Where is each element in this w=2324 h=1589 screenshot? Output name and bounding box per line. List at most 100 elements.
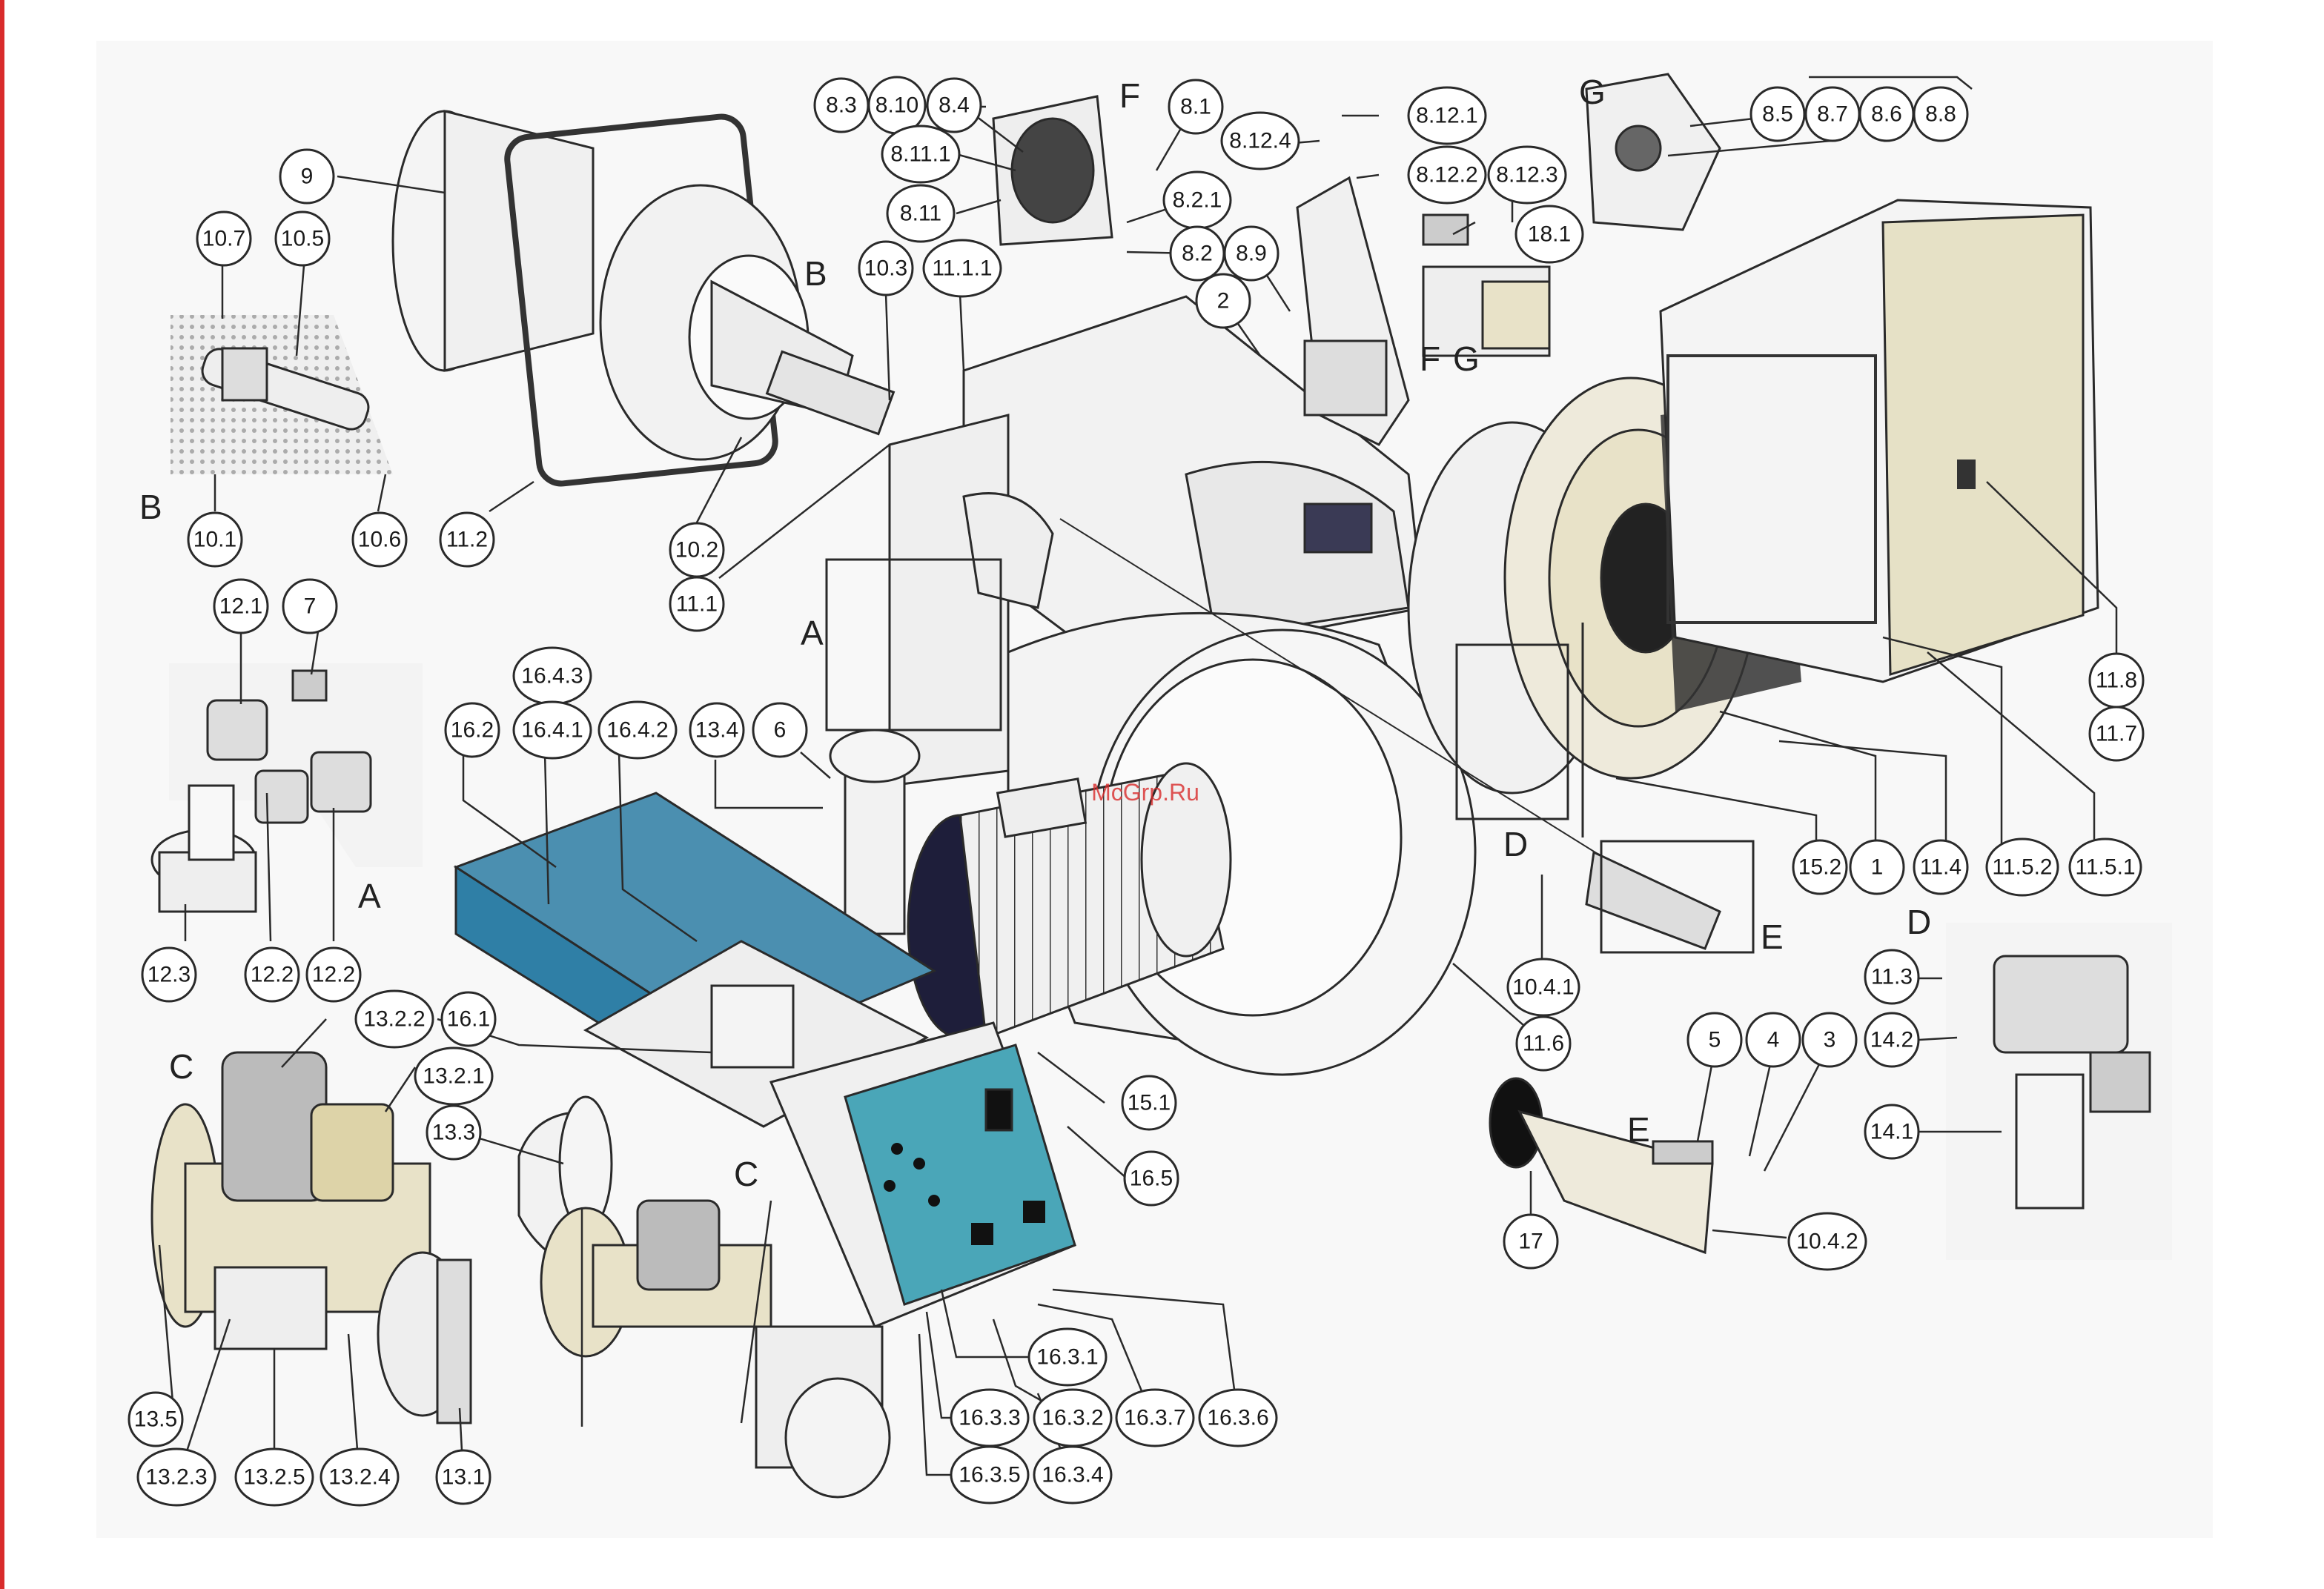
callout-16-1: 16.1 — [440, 991, 497, 1047]
callout-8-10: 8.10 — [867, 76, 927, 135]
svg-text:8.3: 8.3 — [826, 93, 857, 118]
callout-8-9: 8.9 — [1223, 225, 1279, 282]
svg-text:8.2: 8.2 — [1182, 242, 1213, 266]
letter-d-main: D — [1503, 825, 1528, 863]
svg-text:3: 3 — [1824, 1028, 1836, 1052]
callout-10-1: 10.1 — [187, 511, 243, 568]
watermark: McGrp.Ru — [1091, 779, 1199, 806]
svg-text:13.3: 13.3 — [432, 1121, 475, 1145]
svg-text:16.3.4: 16.3.4 — [1042, 1463, 1103, 1487]
svg-text:10.2: 10.2 — [675, 538, 718, 563]
letter-f-detail: F — [1119, 76, 1140, 115]
svg-text:18.1: 18.1 — [1528, 222, 1571, 247]
callout-10-4-1: 10.4.1 — [1506, 958, 1580, 1017]
svg-text:17: 17 — [1518, 1230, 1543, 1254]
section-letters: A A B B C C D D E E F F G G — [139, 73, 1931, 1193]
callout-12-2-b: 12.2 — [305, 946, 362, 1003]
callout-13-2-4: 13.2.4 — [320, 1447, 400, 1507]
callout-8-12-3: 8.12.3 — [1487, 145, 1567, 205]
letter-b-main: B — [804, 254, 827, 293]
callout-11-2: 11.2 — [439, 511, 495, 568]
callout-13-2-1: 13.2.1 — [414, 1046, 494, 1106]
callout-14-2: 14.2 — [1864, 1012, 1920, 1068]
detail-d-and-e — [1059, 518, 2172, 1260]
svg-text:10.1: 10.1 — [193, 528, 236, 552]
callout-13-3: 13.3 — [426, 1104, 482, 1161]
svg-text:15.1: 15.1 — [1128, 1091, 1171, 1115]
bracket-boxes — [825, 558, 1755, 954]
callout-16-2: 16.2 — [444, 702, 500, 758]
callout-8-12-4: 8.12.4 — [1220, 111, 1300, 170]
callout-10-5: 10.5 — [274, 210, 331, 267]
callout-10-7: 10.7 — [196, 210, 252, 267]
svg-text:8.11: 8.11 — [900, 202, 941, 226]
callout-16-4-3: 16.4.3 — [512, 646, 592, 706]
callout-13-1: 13.1 — [435, 1449, 491, 1505]
callout-12-3: 12.3 — [141, 946, 197, 1003]
detail-a-gas-valves — [150, 663, 423, 913]
svg-text:11.3: 11.3 — [1871, 965, 1913, 989]
callout-11-5-2: 11.5.2 — [1985, 837, 2059, 897]
svg-text:8.12.1: 8.12.1 — [1416, 104, 1477, 128]
callout-8-7: 8.7 — [1804, 86, 1861, 142]
svg-text:4: 4 — [1767, 1028, 1780, 1052]
callout-11-3: 11.3 — [1864, 949, 1920, 1005]
svg-text:8.12.2: 8.12.2 — [1416, 163, 1477, 188]
letter-b-detail: B — [139, 488, 162, 526]
callout-16-3-3: 16.3.3 — [950, 1388, 1030, 1447]
callout-8-12-2: 8.12.2 — [1407, 145, 1487, 205]
svg-text:16.3.3: 16.3.3 — [959, 1406, 1020, 1430]
callout-1: 1 — [1849, 839, 1905, 895]
svg-text:13.2.3: 13.2.3 — [145, 1465, 207, 1490]
letter-f-main: F — [1420, 339, 1440, 378]
callout-11-1-1: 11.1.1 — [922, 239, 1002, 298]
callout-16-3-5: 16.3.5 — [950, 1445, 1030, 1505]
svg-text:8.11.1: 8.11.1 — [890, 142, 950, 167]
svg-text:6: 6 — [774, 718, 787, 743]
svg-text:14.2: 14.2 — [1870, 1028, 1913, 1052]
svg-text:8.4: 8.4 — [938, 93, 970, 118]
callout-11-5-1: 11.5.1 — [2068, 837, 2142, 897]
callout-6: 6 — [752, 702, 808, 758]
svg-text:11.2: 11.2 — [446, 528, 488, 552]
svg-text:8.8: 8.8 — [1925, 102, 1956, 127]
callout-4: 4 — [1745, 1012, 1801, 1068]
callout-13-4: 13.4 — [689, 702, 745, 758]
letter-d-detail: D — [1907, 903, 1931, 941]
letter-c-detail-left: C — [169, 1047, 193, 1086]
fan-housing-cover — [1659, 199, 2099, 683]
callout-3: 3 — [1801, 1012, 1858, 1068]
detail-b-electrodes — [171, 315, 393, 474]
svg-text:1: 1 — [1871, 855, 1884, 880]
svg-text:9: 9 — [301, 165, 314, 189]
svg-text:10.7: 10.7 — [202, 227, 245, 251]
svg-text:8.10: 8.10 — [875, 93, 918, 118]
callout-16-3-6: 16.3.6 — [1198, 1388, 1278, 1447]
svg-text:16.3.5: 16.3.5 — [959, 1463, 1020, 1487]
svg-text:8.12.3: 8.12.3 — [1496, 163, 1557, 188]
svg-text:11.8: 11.8 — [2096, 669, 2137, 693]
svg-text:12.2: 12.2 — [312, 963, 355, 987]
callout-15-1: 15.1 — [1121, 1075, 1177, 1131]
svg-text:11.7: 11.7 — [2096, 722, 2137, 746]
callout-16-3-4: 16.3.4 — [1033, 1445, 1113, 1505]
callout-13-2-2: 13.2.2 — [354, 989, 434, 1049]
svg-text:8.12.4: 8.12.4 — [1229, 129, 1291, 153]
svg-text:11.4: 11.4 — [1920, 855, 1962, 880]
callout-13-2-5: 13.2.5 — [234, 1447, 314, 1507]
callout-16-3-7: 16.3.7 — [1115, 1388, 1195, 1447]
letter-a-detail: A — [358, 877, 381, 915]
letter-g-detail: G — [1579, 73, 1606, 111]
svg-text:2: 2 — [1217, 289, 1230, 314]
callout-11-8: 11.8 — [2088, 652, 2145, 709]
svg-text:14.1: 14.1 — [1870, 1120, 1913, 1144]
callout-7: 7 — [282, 578, 338, 634]
svg-text:16.5: 16.5 — [1130, 1167, 1173, 1191]
callout-13-5: 13.5 — [128, 1391, 184, 1447]
callout-15-2: 15.2 — [1792, 839, 1848, 895]
callout-18-1: 18.1 — [1514, 205, 1584, 264]
callout-9: 9 — [279, 148, 335, 205]
callout-16-4-1: 16.4.1 — [512, 700, 592, 760]
svg-text:10.6: 10.6 — [358, 528, 401, 552]
svg-text:16.3.1: 16.3.1 — [1036, 1345, 1098, 1370]
